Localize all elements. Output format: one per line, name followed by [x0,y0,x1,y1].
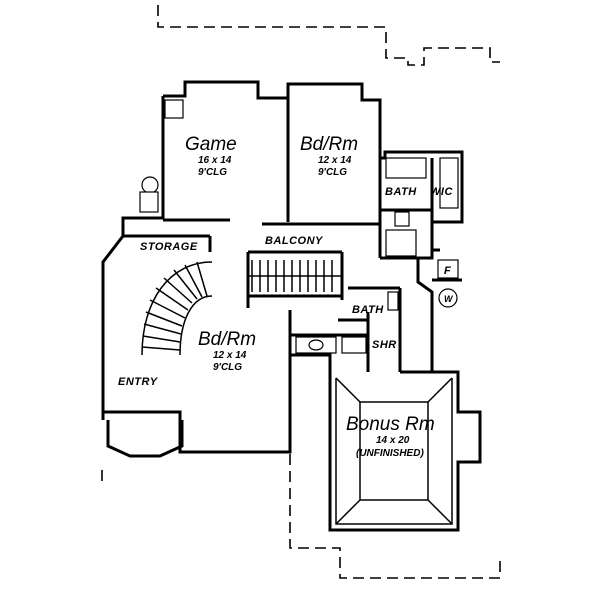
room-name: BATH [352,304,384,316]
room-entry: ENTRY [118,376,159,388]
toilet [394,211,410,227]
room-name: Bonus Rm [346,414,435,435]
room-name: STORAGE [140,241,198,253]
room-bonus: Bonus Rm 14 x 20 (UNFINISHED) [346,414,435,459]
room-bath-1: BATH [385,186,417,198]
room-name: Bd/Rm [300,134,358,155]
exterior-walls [101,80,482,532]
room-storage: STORAGE [140,241,198,253]
room-name: SHR [372,339,397,351]
room-name: ENTRY [118,376,159,388]
washer-circle [438,288,458,308]
room-name: BATH [385,186,417,198]
room-bedroom-2: Bd/Rm 12 x 14 9'CLG [198,329,256,373]
room-shower: SHR [372,339,397,351]
room-name: BALCONY [265,235,324,247]
washer-label: W [444,294,454,304]
room-size: 12 x 14 [213,350,247,361]
room-bath-2: BATH [352,304,384,316]
room-balcony: BALCONY [265,235,324,247]
washer-label-group: W [444,294,454,304]
game-closet-box [164,99,184,119]
toilet-2 [341,336,367,354]
entry-bay-window [106,420,184,458]
room-ceiling: 9'CLG [198,167,227,178]
room-ceiling: 9'CLG [213,362,242,373]
room-note: (UNFINISHED) [356,448,424,459]
bathtub [385,229,417,257]
room-name: WIC [430,186,453,198]
fixtures [139,99,459,354]
room-name: Game [185,134,237,155]
curved-staircase [141,261,213,356]
bath-sink [387,291,399,311]
room-size: 16 x 14 [198,155,232,166]
utility-box [139,191,159,213]
bath-vanity [385,157,427,179]
room-size: 14 x 20 [376,435,410,446]
furnace-label: F [444,265,451,277]
water-heater [141,176,159,194]
room-game: Game 16 x 14 9'CLG [185,134,237,178]
room-bedroom-1: Bd/Rm 12 x 14 9'CLG [300,134,358,178]
room-wic: WIC [430,186,453,198]
furnace-label-group: F [444,265,451,277]
room-name: Bd/Rm [198,329,256,350]
sink-2 [308,339,324,351]
bonus-room-inner-outline [335,377,453,525]
room-size: 12 x 14 [318,155,352,166]
room-ceiling: 9'CLG [318,167,347,178]
lower-floor-outline [101,5,501,579]
interior-walls [101,98,462,420]
furnace-box [437,259,459,279]
wic-shelf [439,157,459,209]
straight-staircase [248,260,342,292]
